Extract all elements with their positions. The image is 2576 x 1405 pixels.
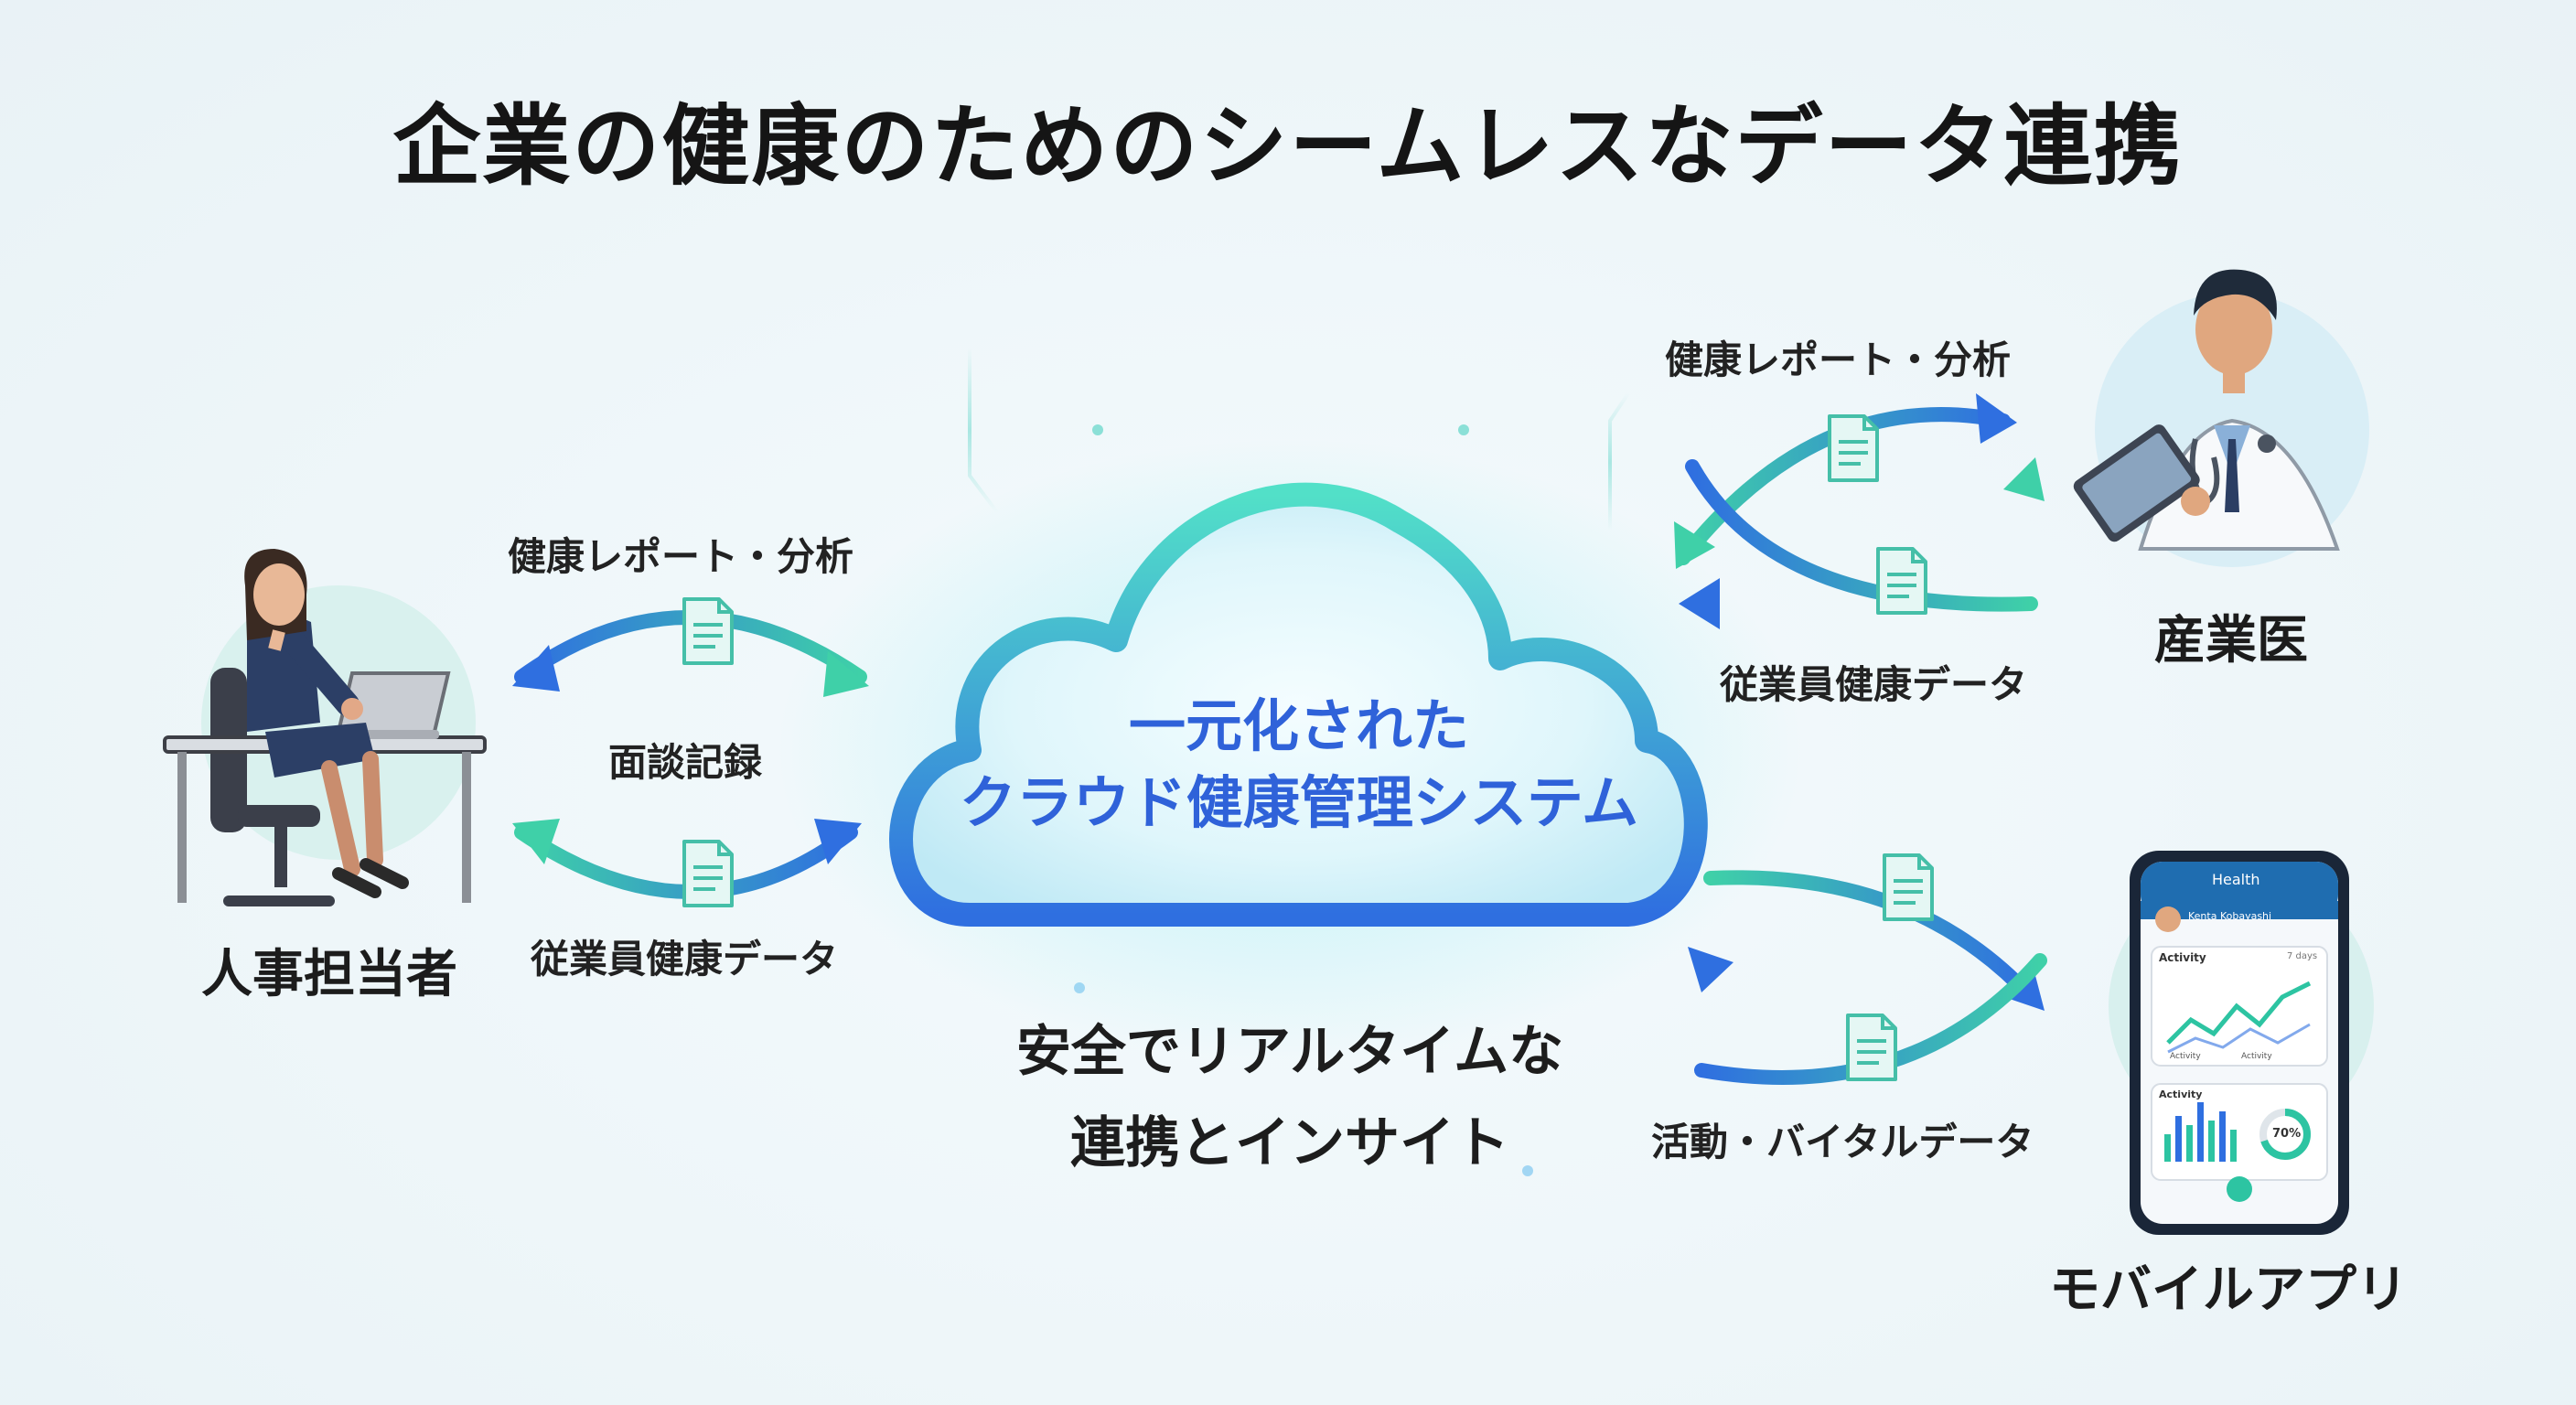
doctor-bottom-label: 従業員健康データ — [1720, 662, 2028, 707]
phone-bar — [2186, 1125, 2193, 1162]
phone-bar — [2197, 1102, 2204, 1162]
document-icon — [1883, 853, 1934, 921]
doctor-bottom-arrow — [1679, 457, 2045, 629]
hr-bottom-label: 従業員健康データ — [531, 937, 839, 981]
tagline-line2: 連携とインサイト — [1070, 1111, 1509, 1175]
hr-top-label: 健康レポート・分析 — [508, 534, 854, 579]
tagline-line1: 安全でリアルタイムな — [1015, 1020, 1564, 1084]
doctor-top-label: 健康レポート・分析 — [1665, 338, 2012, 382]
document-icon — [682, 840, 734, 907]
document-icon — [1876, 547, 1927, 615]
document-icon — [682, 597, 734, 665]
mobile-role-label: モバイルアプリ — [2049, 1260, 2408, 1320]
phone-activity-label-2: Activity — [2159, 1089, 2203, 1100]
hr-role-label: 人事担当者 — [201, 945, 457, 1004]
phone-user-name: Kenta Kobayashi — [2188, 910, 2272, 922]
doctor-role-label: 産業医 — [2154, 611, 2308, 670]
phone-activity-label: Activity — [2159, 951, 2206, 964]
hr-person-illustration — [163, 549, 487, 906]
phone-bar — [2219, 1111, 2226, 1162]
mobile-top-arrow — [1703, 870, 2045, 1011]
phone-legend-a: Activity — [2170, 1052, 2201, 1061]
phone-header: Health — [2212, 871, 2260, 888]
phone-legend-b: Activity — [2241, 1052, 2272, 1061]
mobile-bottom-label: 活動・バイタルデータ — [1651, 1120, 2034, 1164]
phone-bar — [2230, 1130, 2237, 1162]
cloud-label: 一元化された クラウド健康管理システム — [915, 688, 1683, 842]
phone-progress-text: 70% — [2272, 1127, 2302, 1141]
document-icon — [1846, 1014, 1897, 1081]
mobile-phone-illustration — [2109, 851, 2374, 1235]
cloud-label-line1: 一元化された — [1128, 692, 1469, 759]
tagline: 安全でリアルタイムな 連携とインサイト — [951, 1006, 1628, 1189]
phone-bar — [2208, 1121, 2215, 1162]
phone-bar — [2164, 1134, 2171, 1162]
hr-middle-label: 面談記録 — [608, 740, 763, 785]
document-icons — [682, 414, 1934, 1081]
doctor-illustration — [2073, 269, 2369, 567]
cloud-shape — [889, 482, 1708, 927]
page-title: 企業の健康のためのシームレスなデータ連携 — [392, 95, 2184, 198]
cloud-label-line2: クラウド健康管理システム — [959, 769, 1639, 836]
phone-bar — [2175, 1116, 2182, 1162]
phone-activity-range: 7 days — [2287, 951, 2318, 961]
document-icon — [1828, 414, 1879, 482]
